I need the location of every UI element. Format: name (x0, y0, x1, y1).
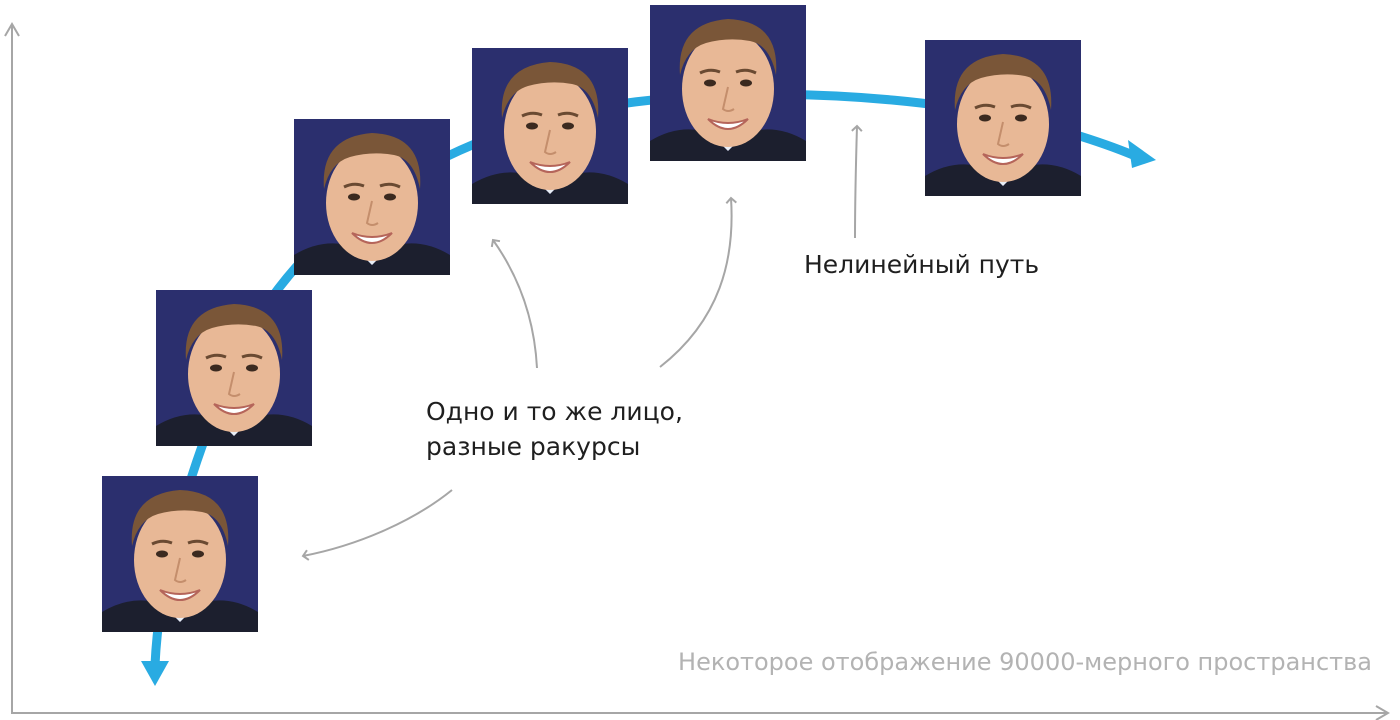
x-axis-arrowhead (1375, 705, 1390, 720)
face-image (292, 117, 452, 277)
annotation-arrow (301, 489, 453, 561)
face-image (154, 288, 314, 448)
face-image (923, 38, 1083, 198)
annotation-arrow (659, 196, 737, 368)
nonlinear-path-label: Нелинейный путь (804, 250, 1040, 279)
annotation-arrow (490, 238, 538, 369)
face-image (470, 46, 630, 206)
y-axis-arrowhead (4, 22, 20, 37)
space-caption: Некоторое отображение 90000-мерного прос… (678, 648, 1372, 676)
same-face-label: Одно и то же лицо, разные ракурсы (426, 394, 683, 464)
path-start-arrowhead (141, 661, 169, 686)
face-image (100, 474, 260, 634)
same-face-label-line1: Одно и то же лицо, (426, 397, 683, 426)
annotation-arrow (851, 124, 863, 239)
same-face-label-line2: разные ракурсы (426, 432, 641, 461)
path-end-arrowhead (1128, 140, 1156, 168)
face-image (648, 3, 808, 163)
